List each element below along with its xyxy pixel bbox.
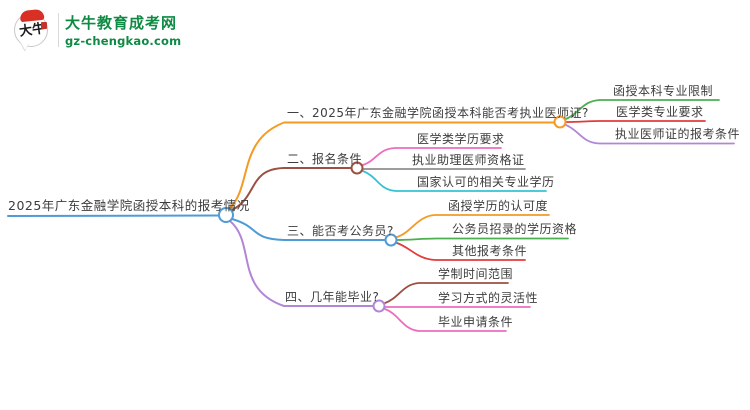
branch-3-node-circle — [384, 233, 398, 247]
branch-2-child-1-label: 医学类学历要求 — [417, 132, 505, 146]
branch-1-child-1-curve — [565, 99, 720, 120]
logo-divider — [58, 13, 59, 47]
branch-2-curve — [231, 167, 352, 211]
site-logo: 大牛 大牛教育成考网 gz-chengkao.com — [14, 8, 182, 51]
root-node-circle — [218, 207, 234, 223]
branch-1-label: 一、2025年广东金融学院函授本科能否考执业医师证? — [287, 106, 589, 120]
branch-3-child-1-curve — [396, 214, 550, 238]
branch-4-child-1-curve — [384, 282, 509, 304]
branch-1-child-2-label: 医学类专业要求 — [616, 105, 704, 119]
logo-site-name: 大牛教育成考网 — [65, 14, 178, 32]
branch-4-child-3-label: 毕业申请条件 — [438, 315, 514, 329]
branch-4-child-2-label: 学习方式的灵活性 — [438, 291, 539, 305]
branch-4-label: 四、几年能毕业? — [285, 290, 380, 304]
logo-seal-icon — [41, 22, 47, 29]
branch-3-child-2-curve — [396, 237, 569, 241]
branch-4-curve — [229, 220, 374, 307]
root-node-label: 2025年广东金融学院函授本科的报考情况 — [8, 198, 250, 213]
branch-1-child-1-label: 函授本科专业限制 — [613, 84, 714, 98]
branch-3-child-2-label: 公务员招录的学历资格 — [452, 222, 578, 236]
branch-3-child-3-curve — [396, 242, 526, 261]
root-underline — [7, 214, 220, 217]
branch-2-child-1-curve — [362, 147, 502, 166]
logo-site-domain: gz-chengkao.com — [65, 34, 182, 48]
branch-2-node-circle — [350, 161, 364, 175]
branch-3-child-3-label: 其他报考条件 — [452, 244, 528, 258]
branch-1-child-3-curve — [565, 124, 735, 145]
branch-2-child-2-label: 执业助理医师资格证 — [412, 153, 525, 167]
branch-4-child-3-curve — [384, 308, 507, 332]
branch-3-child-1-label: 函授学历的认可度 — [448, 199, 549, 213]
branch-4-node-circle — [372, 299, 386, 313]
branch-1-node-circle — [553, 115, 567, 129]
branch-3-curve — [231, 218, 386, 241]
branch-3-label: 三、能否考公务员? — [287, 224, 394, 238]
branch-1-child-3-label: 执业医师证的报考条件 — [615, 127, 741, 141]
branch-4-child-1-label: 学制时间范围 — [438, 267, 514, 281]
branch-1-child-2-curve — [565, 120, 706, 123]
branch-2-label: 二、报名条件 — [287, 152, 363, 166]
branch-1-curve — [229, 121, 555, 209]
branch-2-child-3-label: 国家认可的相关专业学历 — [417, 175, 555, 189]
logo-icon: 大牛 — [14, 8, 52, 51]
branch-2-child-3-curve — [362, 170, 547, 192]
